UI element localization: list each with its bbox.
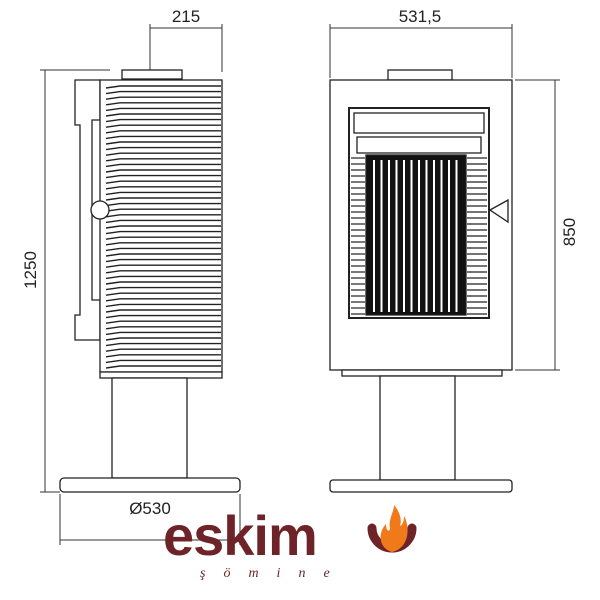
side-fin: [105, 337, 121, 341]
side-fin: [105, 253, 121, 257]
dimension-1250: [40, 69, 110, 493]
side-fin: [105, 258, 121, 263]
side-fin: [105, 331, 121, 336]
side-fin: [105, 264, 121, 268]
flame-icon: [380, 505, 408, 552]
side-fin: [105, 281, 121, 285]
side-fin: [105, 214, 121, 218]
side-fin: [105, 146, 121, 151]
side-fin: [105, 286, 121, 291]
side-fin: [105, 359, 121, 364]
door-knob: [90, 200, 110, 220]
eskimo-logo: eskim şömine: [163, 504, 417, 581]
side-fin: [105, 298, 121, 302]
side-fin: [105, 303, 121, 308]
label-1250: 1250: [21, 251, 40, 289]
side-fin: [105, 348, 121, 352]
side-fin: [105, 326, 121, 330]
logo-brand: eskim: [163, 504, 317, 567]
label-850: 850: [560, 218, 579, 246]
side-fin: [105, 102, 121, 106]
side-fin: [105, 320, 121, 324]
side-fin: [105, 309, 121, 313]
dimension-530: [59, 494, 241, 545]
side-fin: [105, 270, 121, 274]
label-215: 215: [172, 7, 200, 26]
stove-side-view: [59, 69, 241, 493]
side-fin: [105, 292, 121, 296]
side-fin: [105, 135, 121, 140]
side-fin: [105, 365, 121, 369]
side-fin: [105, 141, 121, 145]
side-fin: [105, 163, 121, 168]
side-fin: [105, 236, 121, 240]
dimension-531: [329, 24, 513, 78]
side-fin: [105, 85, 121, 89]
side-fin: [105, 90, 121, 95]
side-fin: [105, 130, 121, 134]
stove-front-view: [329, 69, 513, 493]
side-fin: [105, 314, 121, 319]
dimension-850: [515, 79, 560, 371]
logo-tagline: şömine: [200, 566, 348, 581]
side-fin: [105, 169, 121, 173]
side-fin: [105, 242, 121, 246]
dimension-215: [149, 24, 223, 72]
side-fin: [105, 354, 121, 358]
side-fin: [105, 124, 121, 128]
side-fin: [105, 191, 121, 196]
side-fin: [105, 275, 121, 280]
side-fin: [105, 186, 121, 190]
side-fin: [105, 96, 121, 100]
side-fin: [105, 174, 121, 179]
side-fin: [105, 230, 121, 235]
side-fin: [105, 197, 121, 201]
side-fin: [105, 152, 121, 156]
label-531-5: 531,5: [399, 7, 442, 26]
side-fin: [105, 118, 121, 123]
side-fin: [105, 225, 121, 229]
label-530: Ø530: [129, 499, 171, 518]
side-fin: [105, 219, 121, 224]
side-fin: [105, 180, 121, 184]
side-fin: [105, 107, 121, 112]
side-fin: [105, 247, 121, 252]
side-fin: [105, 342, 121, 347]
side-fin: [105, 158, 121, 162]
side-fin: [105, 113, 121, 117]
door-handle: [488, 198, 509, 224]
